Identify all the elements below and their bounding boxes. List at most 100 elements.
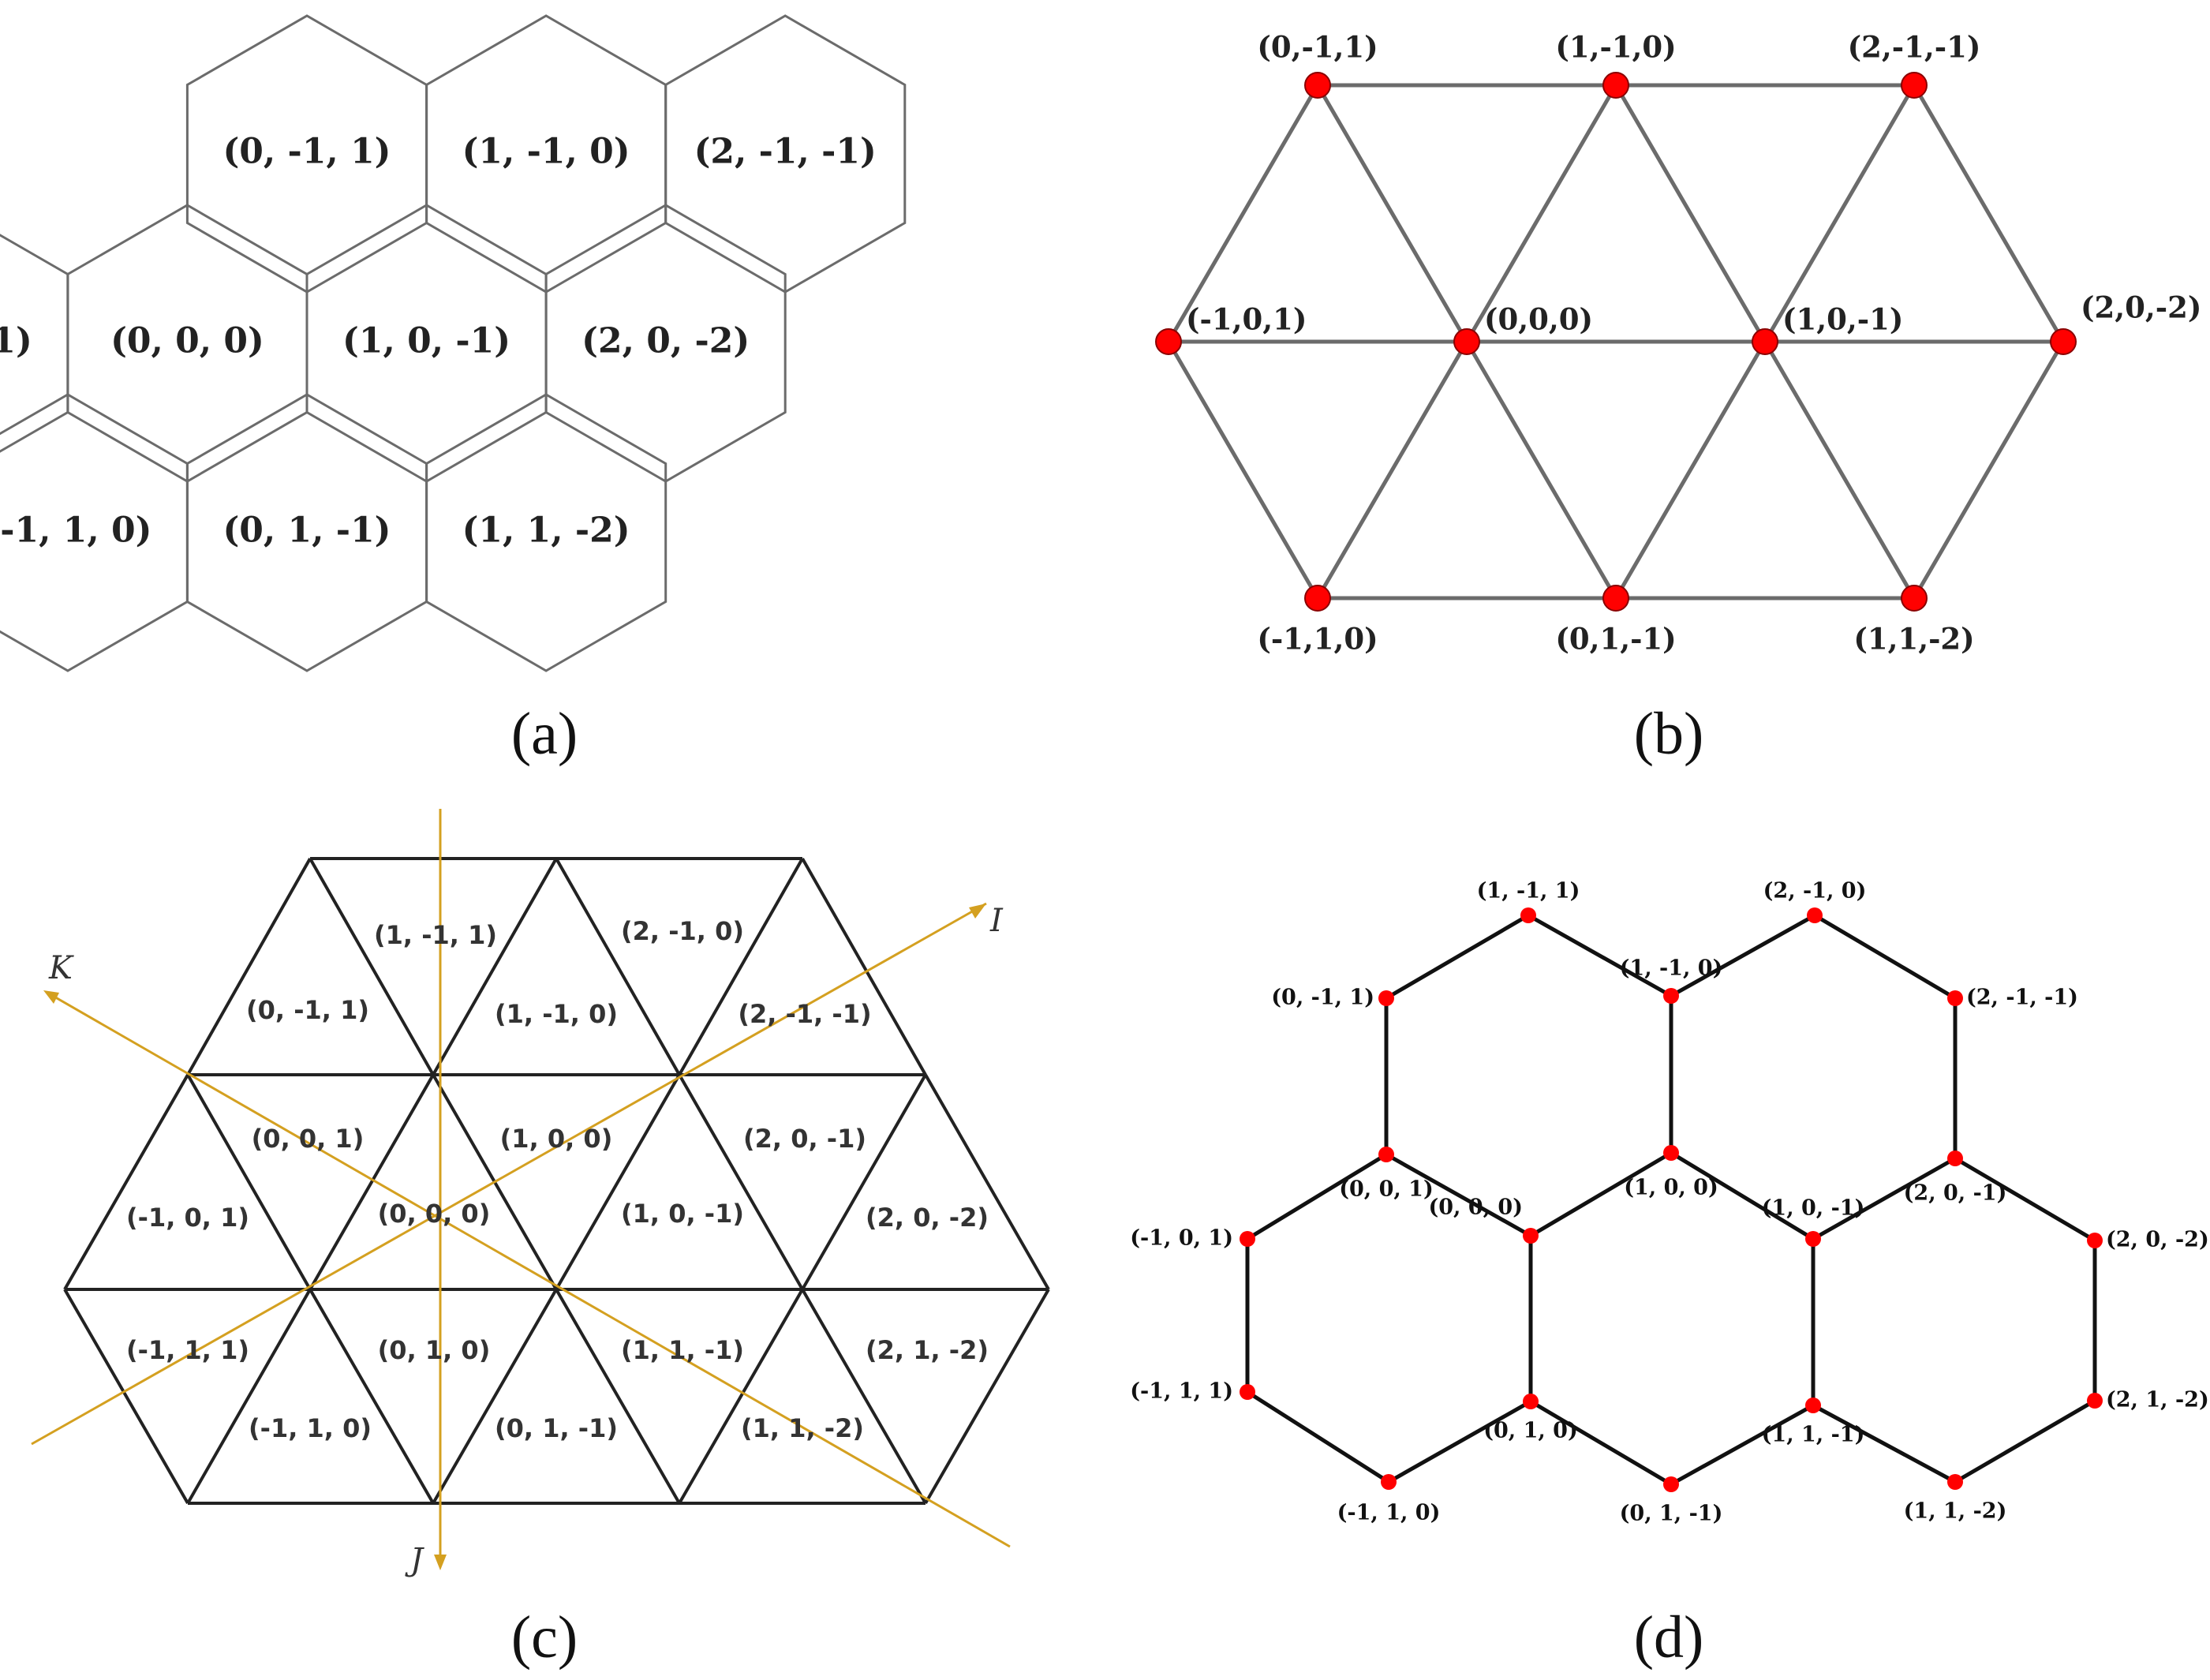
hex-edge bbox=[1670, 1151, 1815, 1241]
triangle-cell-label: (-1, 1, 1) bbox=[126, 1335, 249, 1365]
hex-edge bbox=[1529, 1151, 1673, 1238]
lattice-node-label: (2,-1,-1) bbox=[1848, 30, 1981, 65]
grid-line bbox=[678, 1074, 804, 1290]
grid-line bbox=[555, 1074, 681, 1290]
grid-line bbox=[309, 1289, 435, 1504]
hex-vertex-label: (2, -1, -1) bbox=[1966, 986, 2078, 1010]
hex-vertex bbox=[1523, 1228, 1539, 1244]
axis-line bbox=[47, 991, 1011, 1548]
grid-line bbox=[924, 1074, 1050, 1290]
grid-line bbox=[186, 1289, 312, 1504]
hex-vertex-label: (0, 0, 1) bbox=[1339, 1177, 1434, 1202]
triangle-cell-label: (0, 1, 0) bbox=[378, 1335, 491, 1365]
hex-vertex-label: (0, 0, 0) bbox=[1428, 1195, 1523, 1220]
grid-line bbox=[432, 858, 558, 1076]
hex-edge bbox=[1954, 1398, 2096, 1484]
triangle-cell-label: (0, -1, 1) bbox=[246, 995, 369, 1025]
lattice-node-label: (-1,0,1) bbox=[1186, 302, 1307, 337]
hex-vertex bbox=[1805, 1231, 1821, 1247]
axis-arrow bbox=[434, 1555, 447, 1570]
lattice-edge bbox=[1763, 340, 1916, 600]
triangle-cell-label: (0, 1, -1) bbox=[495, 1413, 618, 1443]
hex-cell-label: (1, 0, -1) bbox=[342, 321, 510, 361]
hex-vertex bbox=[1663, 1145, 1679, 1161]
lattice-edge bbox=[1912, 84, 2066, 343]
lattice-edge bbox=[1763, 84, 1916, 343]
hex-edge bbox=[1385, 913, 1530, 1001]
lattice-edge bbox=[1166, 84, 1320, 343]
panel-c-triangle-grid-with-axes: IJK(1, -1, 1)(2, -1, 0)(0, -1, 1)(1, -1,… bbox=[31, 809, 1050, 1578]
panel-b-triangle-lattice: (0,-1,1) (1,-1,0) (2,-1,-1) (-1,0,1) (0,0,0)… bbox=[1155, 30, 2201, 657]
hex-edge bbox=[1670, 1403, 1815, 1487]
lattice-node-label: (1,1,-2) bbox=[1853, 622, 1974, 657]
lattice-node bbox=[1304, 72, 1331, 99]
hex-edge bbox=[1529, 1399, 1673, 1487]
lattice-edge bbox=[1464, 340, 1618, 600]
hex-vertex-label: (0, -1, 1) bbox=[1271, 986, 1374, 1010]
lattice-node-label: (1,0,-1) bbox=[1782, 302, 1903, 337]
axis-arrow bbox=[969, 904, 986, 919]
grid-line bbox=[309, 1074, 435, 1290]
hex-vertex-label: (-1, 0, 1) bbox=[1130, 1226, 1233, 1251]
hex-vertex-label: (-1, 1, 1) bbox=[1130, 1379, 1233, 1404]
axis-label-k: K bbox=[48, 950, 74, 986]
hex-edge bbox=[1385, 1152, 1532, 1238]
lattice-node-label: (1,-1,0) bbox=[1555, 30, 1676, 65]
hex-vertex-label: (1, 1, -1) bbox=[1762, 1423, 1865, 1447]
hex-vertex bbox=[1947, 1151, 1963, 1166]
axis-arrow bbox=[43, 990, 59, 1004]
triangle-cell-label: (1, 0, -1) bbox=[621, 1199, 744, 1229]
grid-line bbox=[186, 858, 312, 1076]
lattice-node-label: (0,-1,1) bbox=[1257, 30, 1378, 65]
lattice-node-label: (2,0,-2) bbox=[2081, 290, 2201, 325]
hex-vertex bbox=[1947, 1474, 1963, 1490]
lattice-node bbox=[2050, 328, 2077, 355]
hex-cell-label: (-1, 1, 0) bbox=[0, 511, 151, 551]
hex-cell-label: (2, 0, -2) bbox=[581, 321, 750, 361]
lattice-node bbox=[1453, 328, 1480, 355]
hex-vertex bbox=[1805, 1398, 1821, 1413]
triangle-cell-label: (1, 0, 0) bbox=[500, 1124, 613, 1154]
grid-line bbox=[63, 1289, 189, 1504]
hex-vertex bbox=[2087, 1393, 2103, 1409]
hex-vertex bbox=[1663, 1476, 1679, 1492]
hex-vertex bbox=[1240, 1384, 1255, 1400]
caption-b: (b) bbox=[1634, 701, 1704, 767]
lattice-edge bbox=[1614, 340, 1767, 600]
hex-cell-label: (1, -1, 0) bbox=[462, 132, 630, 172]
hex-edge bbox=[1812, 1156, 1957, 1241]
grid-line bbox=[432, 1289, 558, 1504]
triangle-cell-label: (0, 0, 1) bbox=[252, 1124, 365, 1154]
triangle-cell-label: (1, -1, 1) bbox=[374, 920, 497, 950]
hex-edge bbox=[1812, 1403, 1957, 1484]
grid-line bbox=[801, 858, 927, 1076]
triangle-cell-label: (0, 0, 0) bbox=[378, 1199, 491, 1229]
lattice-edge bbox=[1166, 340, 1320, 600]
hex-cell-label: (0, 0, 0) bbox=[110, 321, 264, 361]
hex-cell-label: (0, -1, 1) bbox=[222, 132, 391, 172]
hex-cell-label: (2, -1, -1) bbox=[694, 132, 877, 172]
hex-vertex bbox=[2087, 1233, 2103, 1248]
hex-edge bbox=[1246, 1390, 1390, 1484]
grid-line bbox=[186, 1074, 312, 1290]
hex-vertex-label: (2, 0, -2) bbox=[2106, 1228, 2209, 1252]
hex-edge bbox=[1813, 913, 1957, 1001]
hex-vertex bbox=[1523, 1394, 1539, 1409]
triangle-cell-label: (2, 0, -2) bbox=[866, 1203, 989, 1233]
grid-line bbox=[63, 1074, 189, 1290]
hex-vertex-label: (1, -1, 1) bbox=[1477, 879, 1580, 904]
triangle-cell-label: (2, 1, -2) bbox=[866, 1335, 989, 1365]
hex-edge bbox=[1527, 913, 1673, 998]
hex-vertex-label: (-1, 1, 0) bbox=[1337, 1501, 1441, 1525]
hex-vertex-label: (0, 1, -1) bbox=[1620, 1502, 1723, 1526]
hex-vertex bbox=[1240, 1231, 1255, 1247]
hex-vertex-label: (1, -1, 0) bbox=[1620, 956, 1723, 981]
triangle-cell-label: (2, 0, -1) bbox=[743, 1124, 866, 1154]
triangle-cell-label: (2, -1, 0) bbox=[621, 916, 744, 946]
grid-line bbox=[678, 858, 804, 1076]
lattice-node-label: (-1,1,0) bbox=[1257, 622, 1378, 657]
triangle-cell-label: (2, -1, -1) bbox=[738, 999, 871, 1029]
lattice-node-label: (0,0,0) bbox=[1484, 302, 1593, 337]
lattice-edge bbox=[1315, 340, 1469, 600]
lattice-node bbox=[1304, 585, 1331, 612]
